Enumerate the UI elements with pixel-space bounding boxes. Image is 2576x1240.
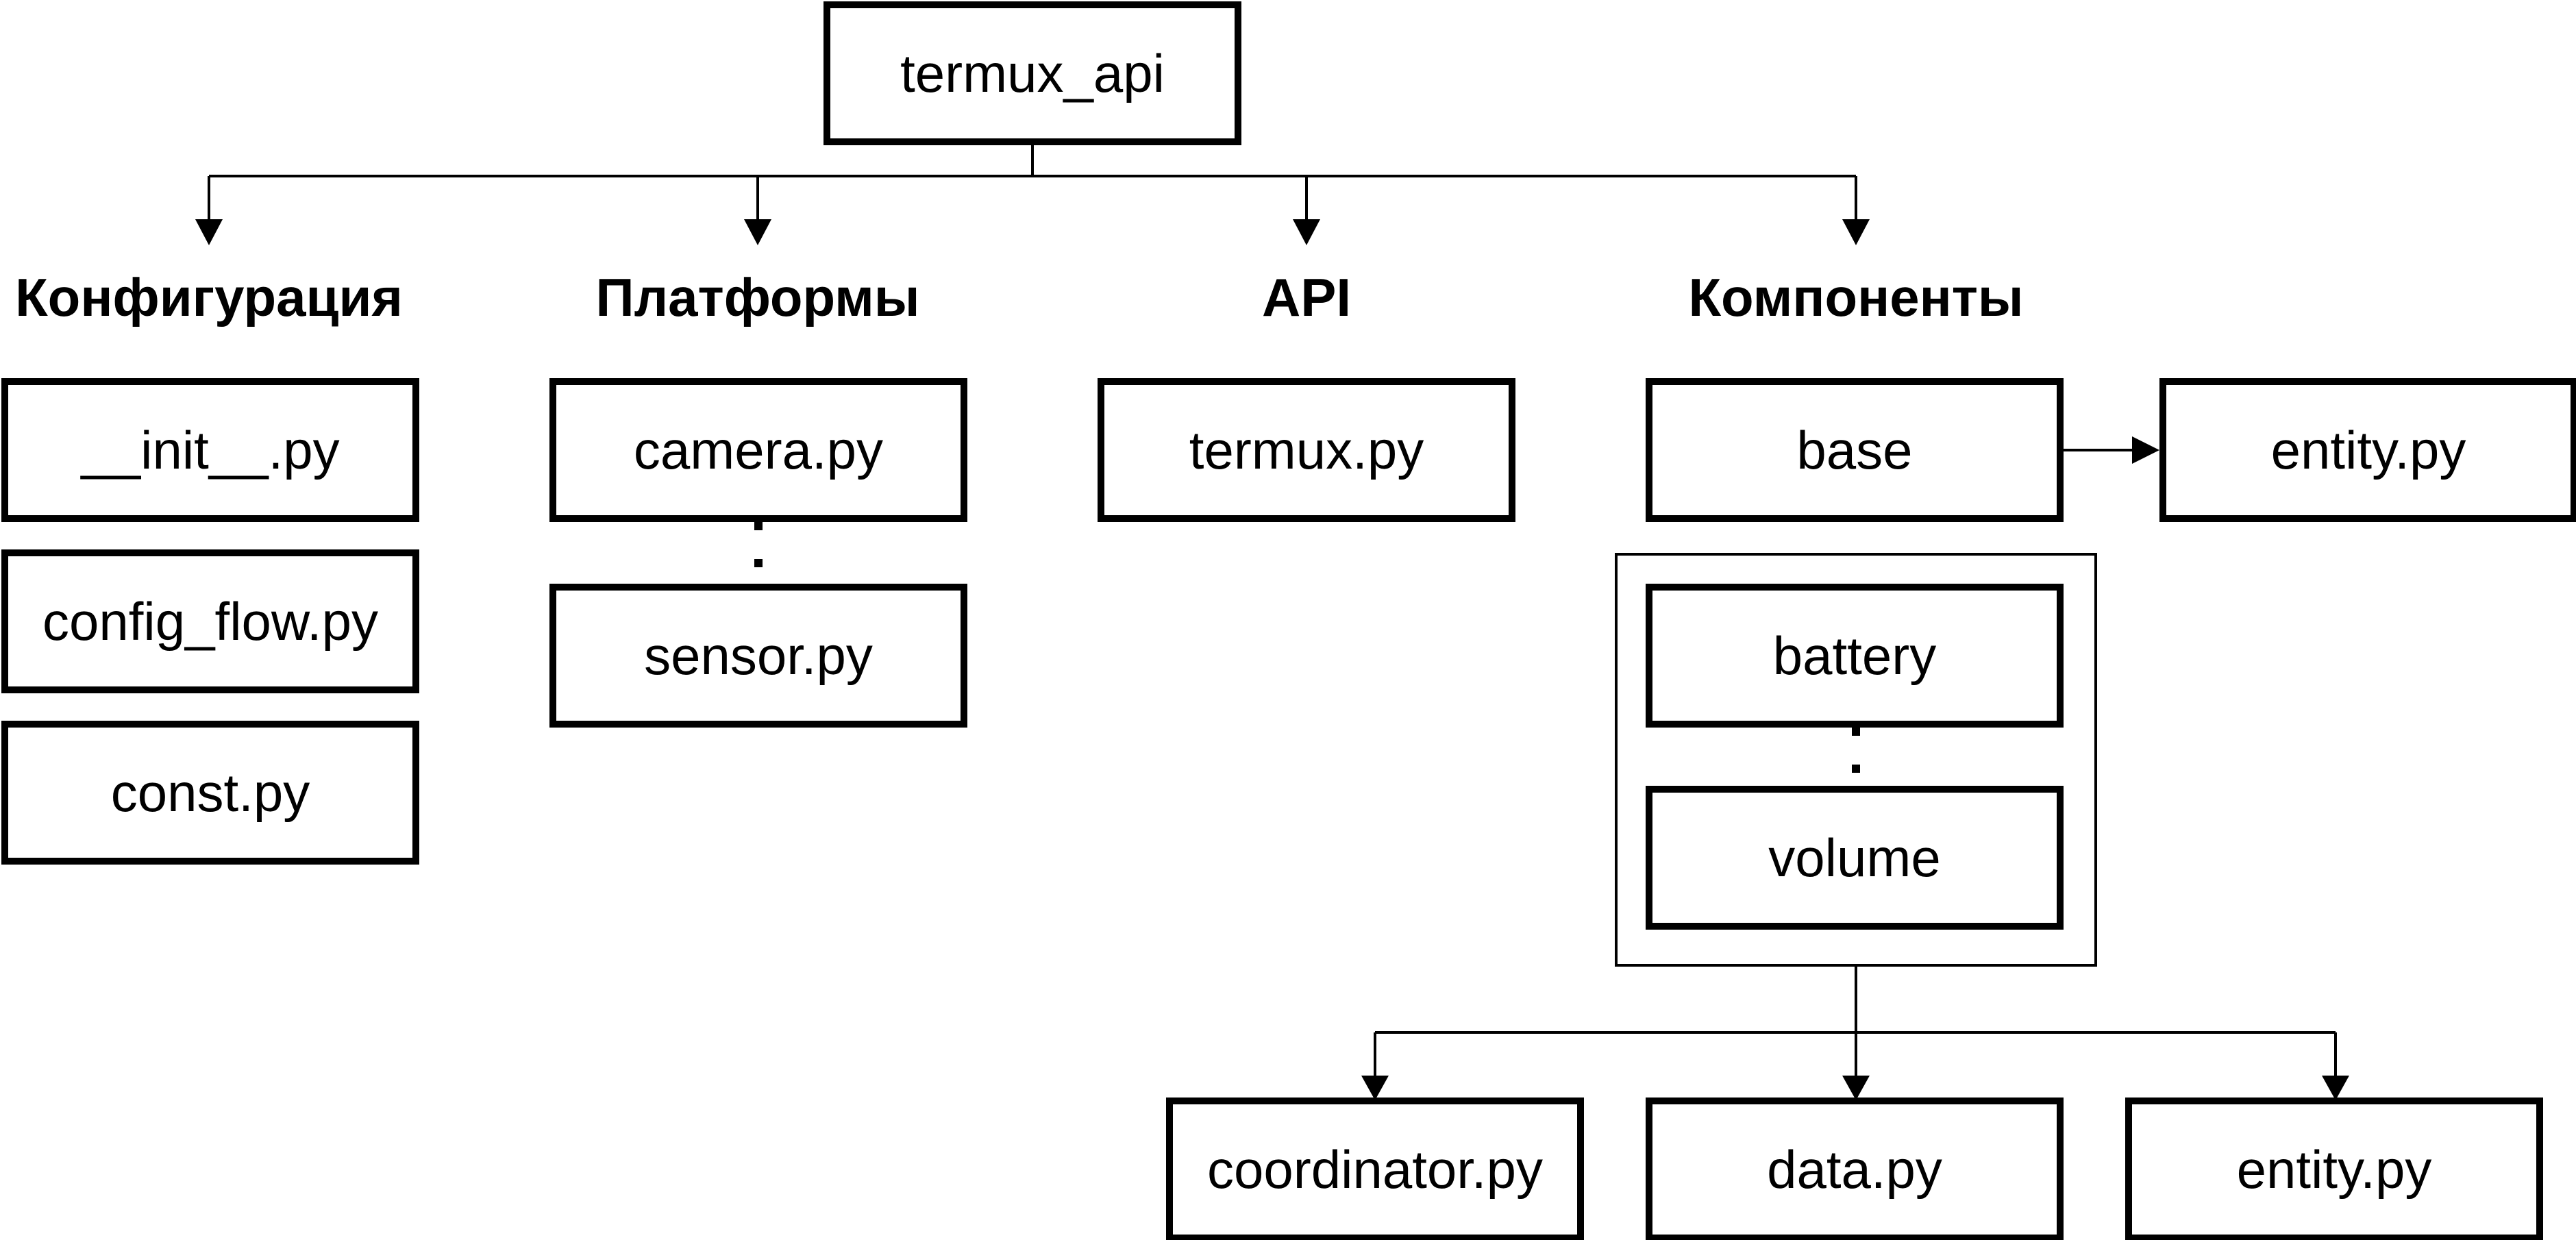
- file-label-camera: camera.py: [634, 420, 883, 480]
- file-label-const: const.py: [111, 762, 310, 823]
- root-label: termux_api: [900, 43, 1165, 103]
- component-label-battery: battery: [1773, 625, 1936, 686]
- arrow-to-data: [1842, 1076, 1870, 1100]
- ellipsis-components: [1852, 728, 1860, 773]
- root-node: termux_api: [823, 1, 1241, 145]
- component-node-battery: battery: [1646, 584, 2064, 728]
- file-node-termux: termux.py: [1098, 378, 1515, 522]
- file-node-config-flow: config_flow.py: [1, 549, 419, 693]
- heading-api: API: [1262, 267, 1351, 327]
- file-node-camera: camera.py: [549, 378, 967, 522]
- arrow-to-coordinator: [1361, 1076, 1389, 1100]
- root-connectors: [195, 144, 1870, 245]
- file-label-coordinator: coordinator.py: [1207, 1139, 1543, 1200]
- arrow-to-api: [1293, 219, 1320, 245]
- file-node-sensor: sensor.py: [549, 584, 967, 728]
- file-node-init: __init__.py: [1, 378, 419, 522]
- arrow-to-config: [195, 219, 223, 245]
- file-label-entity-bottom: entity.py: [2237, 1139, 2432, 1200]
- component-connectors: [1361, 967, 2349, 1100]
- component-node-base: base: [1646, 378, 2064, 522]
- arrow-to-platforms: [744, 219, 771, 245]
- ellipsis-platforms: [754, 522, 763, 567]
- file-label-init: __init__.py: [79, 420, 339, 480]
- file-label-config-flow: config_flow.py: [42, 591, 378, 652]
- heading-config: Конфигурация: [15, 267, 403, 327]
- file-label-entity-top: entity.py: [2271, 420, 2466, 480]
- component-label-volume: volume: [1768, 828, 1940, 888]
- component-label-base: base: [1796, 420, 1912, 480]
- arrow-to-entity-bottom: [2322, 1076, 2349, 1100]
- heading-platforms: Платформы: [596, 267, 920, 327]
- file-label-termux: termux.py: [1189, 420, 1424, 480]
- arrow-to-components: [1842, 219, 1870, 245]
- file-node-coordinator: coordinator.py: [1166, 1098, 1584, 1240]
- file-node-data: data.py: [1646, 1098, 2064, 1240]
- heading-components: Компоненты: [1688, 267, 2023, 327]
- file-label-data: data.py: [1767, 1139, 1942, 1200]
- component-node-volume: volume: [1646, 786, 2064, 930]
- file-label-sensor: sensor.py: [644, 625, 873, 686]
- file-node-entity-top: entity.py: [2159, 378, 2576, 522]
- file-node-const: const.py: [1, 721, 419, 865]
- file-node-entity-bottom: entity.py: [2125, 1098, 2543, 1240]
- arrow-base-to-entity: [2064, 436, 2159, 464]
- components-group-frame: [1615, 553, 2097, 967]
